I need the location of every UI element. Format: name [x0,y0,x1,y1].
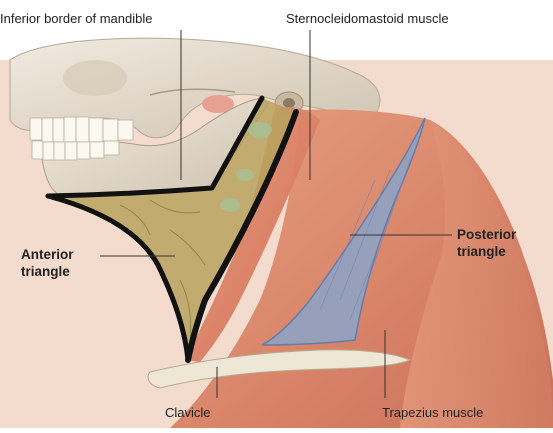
inferior-border-label: Inferior border of mandible [0,11,152,26]
posterior-triangle-label-1: Posterior [457,227,516,243]
anterior-triangle-label-2: triangle [21,264,70,280]
trapezius-label: Trapezius muscle [382,405,483,420]
anterior-triangle-label-1: Anterior [21,247,74,263]
orbit-hint [63,60,127,96]
teeth [30,117,133,160]
posterior-triangle-label-2: triangle [457,244,506,260]
clavicle-label: Clavicle [165,405,211,420]
ear-canal [283,98,295,108]
sternocleidomastoid-label: Sternocleidomastoid muscle [286,11,449,26]
